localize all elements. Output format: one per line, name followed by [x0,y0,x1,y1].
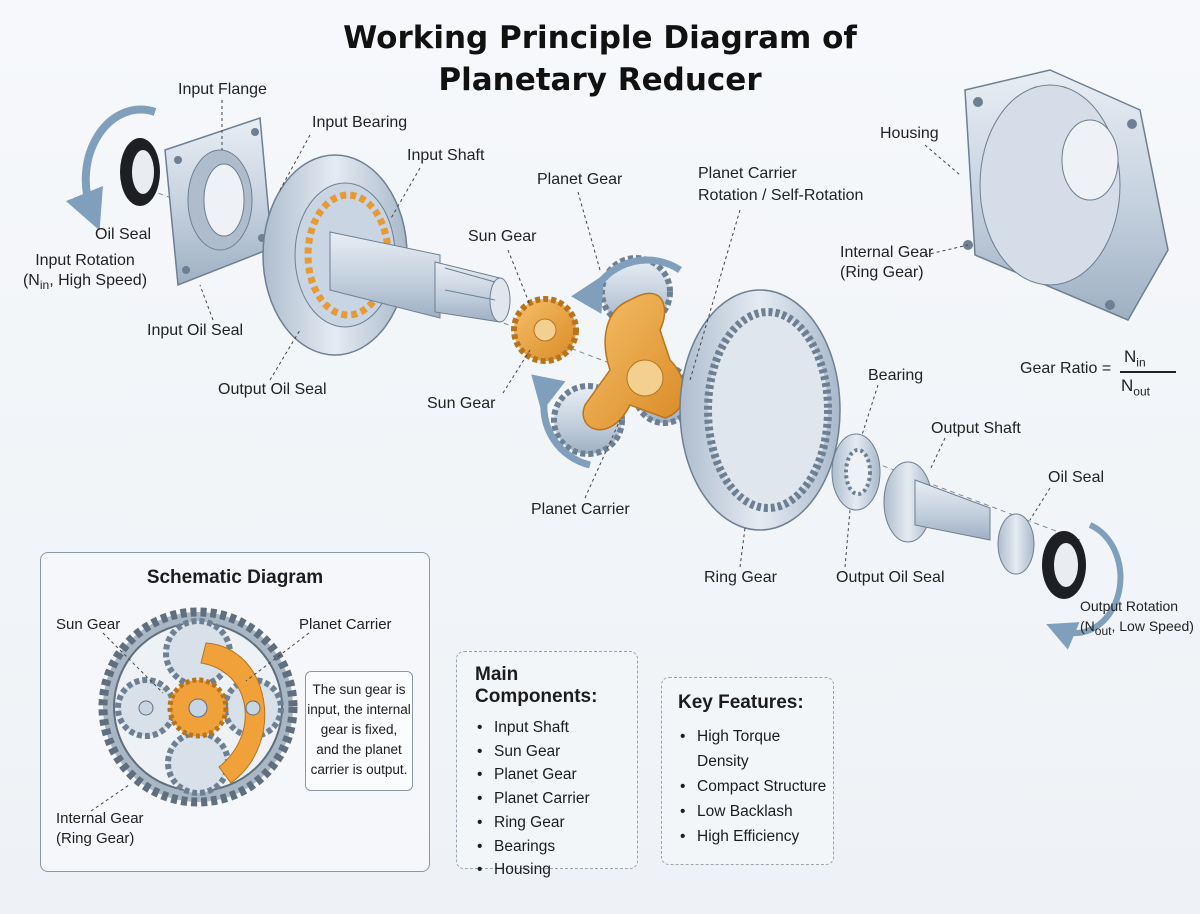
list-item: Housing [475,858,637,882]
label-oil-seal-right: Oil Seal [1048,469,1105,486]
label-input-flange: Input Flange [178,81,267,98]
label-output-shaft: Output Shaft [931,420,1021,437]
list-item: Bearings [475,835,637,859]
carrier-rotation-arrow-bottom [531,374,591,469]
key-features-panel: Key Features: High Torque Density Compac… [661,677,834,865]
gear-ratio-numerator: Nin [1124,347,1146,370]
label-ring-gear: Ring Gear [704,569,777,586]
main-components-panel: Main Components: Input Shaft Sun Gear Pl… [456,651,638,882]
schematic-internal-gear-line-2: (Ring Gear) [56,830,135,847]
gear-ratio-label: Gear Ratio = [1020,360,1112,377]
input-flange-part [164,116,273,287]
input-rotation-line-2: (Nin, High Speed) [22,272,148,293]
internal-gear-line-1: Internal Gear [840,244,934,261]
label-input-shaft: Input Shaft [407,147,485,164]
note-line: input, the internal [307,702,411,717]
main-components-heading: Main Components: [475,664,598,707]
planet-carrier-part [582,292,686,431]
list-item: High Efficiency [678,824,833,849]
schematic-label-planet-carrier: Planet Carrier [299,616,392,633]
label-housing: Housing [880,125,939,142]
note-line: carrier is output. [310,762,408,777]
output-rotation-line-1: Output Rotation [1080,598,1179,614]
label-planet-gear: Planet Gear [537,171,623,188]
label-oil-seal-left: Oil Seal [95,226,152,243]
schematic-drawing [90,607,310,812]
list-item: High Torque Density [678,724,833,774]
input-oil-seal-part [120,138,160,206]
input-rotation-arrow [65,105,157,231]
note-line: gear is fixed, [320,722,398,737]
list-item: Input Shaft [475,716,637,740]
schematic-internal-gear-line-1: Internal Gear [56,810,144,827]
input-rotation-line-1: Input Rotation [35,252,135,269]
gear-ratio-formula: Gear Ratio = Nin Nout [1018,345,1188,405]
list-item: Compact Structure [678,774,833,799]
schematic-note: The sun gear is input, the internal gear… [305,671,413,791]
output-rotation-arrow [1046,522,1124,650]
label-output-rotation: Output Rotation (Nout, Low Speed) [1080,596,1194,641]
note-line: and the planet [316,742,402,757]
label-bearing: Bearing [868,367,924,384]
carrier-rotation-line-1: Planet Carrier [698,165,797,182]
label-input-bearing: Input Bearing [312,114,408,131]
leader-lines [199,100,1051,568]
note-line: The sun gear is [312,682,406,697]
ring-gear-part [679,289,841,531]
output-rotation-line-2: (Nout, Low Speed) [1080,618,1194,638]
main-components-list: Input Shaft Sun Gear Planet Gear Planet … [475,716,637,882]
list-item: Planet Carrier [475,787,637,811]
label-sun-gear-bottom: Sun Gear [427,395,496,412]
label-planet-carrier-rotation: Planet Carrier Rotation / Self-Rotation [698,164,863,206]
label-output-oil-seal-left: Output Oil Seal [218,381,327,398]
list-item: Sun Gear [475,740,637,764]
list-item: Low Backlash [678,799,833,824]
internal-gear-line-2: (Ring Gear) [840,264,924,281]
label-internal-gear: Internal Gear (Ring Gear) [840,243,933,283]
label-planet-carrier: Planet Carrier [531,501,630,518]
gear-ratio-denominator: Nout [1121,376,1150,399]
list-item: Ring Gear [475,811,637,835]
output-bearing-part [831,433,881,511]
output-oil-seal-part [1042,531,1086,599]
title-line-1: Working Principle Diagram of [343,20,857,56]
carrier-rotation-line-2: Rotation / Self-Rotation [698,187,864,204]
label-sun-gear-top: Sun Gear [468,228,537,245]
key-features-list: High Torque Density Compact Structure Lo… [678,724,833,849]
schematic-label-internal-gear: Internal Gear (Ring Gear) [56,809,144,849]
title-line-2: Planetary Reducer [438,62,762,98]
schematic-label-sun-gear: Sun Gear [56,616,121,633]
output-shaft-part [883,461,1035,575]
label-output-oil-seal-right: Output Oil Seal [836,569,945,586]
carrier-rotation-arrow-top [571,256,682,314]
input-shaft-part [329,231,511,323]
key-features-heading: Key Features: [678,692,804,713]
schematic-title: Schematic Diagram [146,567,324,588]
fraction-bar [1120,371,1176,373]
housing-part [963,69,1169,321]
label-input-oil-seal: Input Oil Seal [147,322,244,339]
sun-gear-part [511,296,579,364]
list-item: Planet Gear [475,763,637,787]
label-input-rotation: Input Rotation (Nin, High Speed) [20,251,150,295]
